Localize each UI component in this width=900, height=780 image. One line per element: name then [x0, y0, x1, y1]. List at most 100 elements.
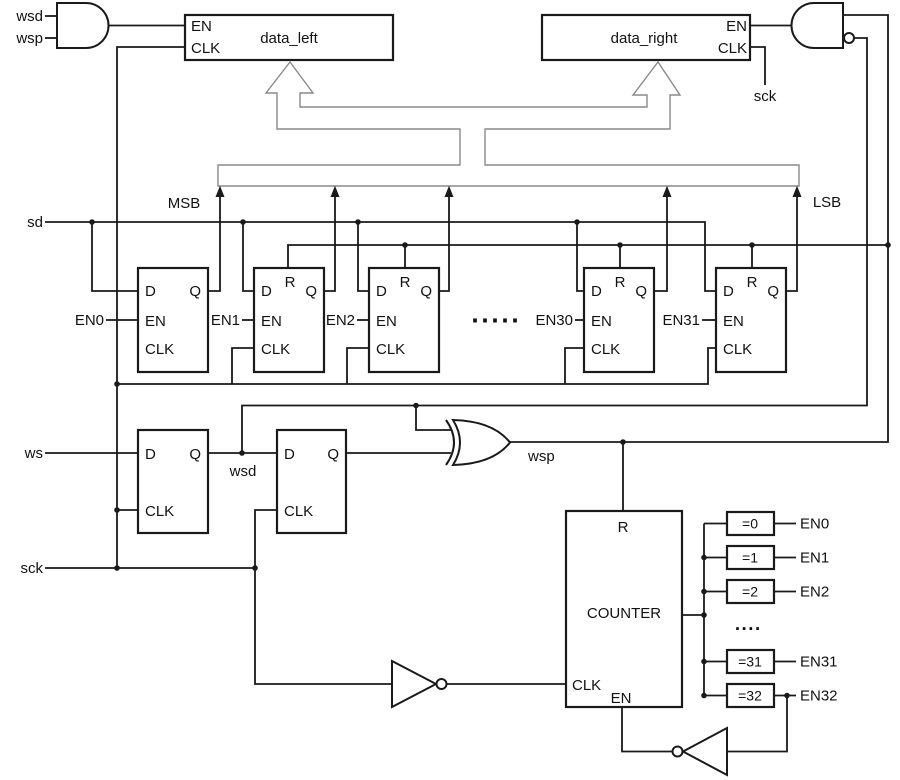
junction-dot: [885, 242, 891, 248]
junction-dot: [413, 402, 419, 409]
wire-q-ff1: [324, 195, 336, 292]
comparator-eq0: [725, 510, 776, 537]
label-out-en31: EN31: [800, 654, 838, 671]
pin-label-r: R: [747, 274, 758, 291]
pin-label-d: D: [723, 283, 734, 300]
comparator-eq32: [725, 682, 776, 709]
junction-dots: [89, 219, 891, 699]
pin-label-q: Q: [305, 283, 317, 300]
wire-xor-top-in: [415, 405, 452, 431]
ws-sync-ff1-labels: D Q CLK: [145, 446, 201, 520]
comparator-label-eq2: =2: [742, 584, 758, 600]
pin-label-clk: CLK: [376, 341, 405, 358]
label-en0: EN0: [75, 312, 104, 329]
pin-label-d: D: [145, 446, 156, 463]
q-arrowheads: [215, 185, 802, 197]
label-out-en32: EN32: [800, 688, 838, 705]
label-sck-input: sck: [21, 560, 44, 577]
junction-dot: [784, 692, 790, 699]
wire-eq32-to-not: [727, 695, 788, 753]
nand-gate-right: [790, 1, 844, 49]
label-wsp-input: wsp: [15, 30, 43, 47]
junction-dot: [114, 565, 120, 571]
dff-1: [252, 266, 326, 374]
wire-q-ff30: [654, 195, 668, 292]
comparator-eq2: [725, 578, 776, 605]
junction-dot: [701, 554, 707, 561]
pin-label-en: EN: [145, 313, 166, 330]
pin-label-r: R: [285, 274, 296, 291]
pin-label-en: EN: [591, 313, 612, 330]
wire-sd: [45, 221, 716, 292]
dff-31: [714, 266, 788, 374]
dff-30: [582, 266, 656, 374]
wire-d-drop-ff0: [91, 222, 138, 292]
junction-dot: [617, 242, 623, 248]
counter-block: [564, 509, 684, 709]
data-right-register: [540, 13, 752, 62]
wire-clk-step-ff30: [564, 347, 584, 384]
comparator-label-eq31: =31: [738, 654, 762, 670]
junction-dot: [114, 507, 120, 513]
wire-reset-line: [287, 244, 888, 268]
junction-dot: [402, 242, 408, 248]
label-out-en2: EN2: [800, 584, 829, 601]
wire-wsp-net: [510, 14, 889, 443]
pin-label-clk: CLK: [723, 341, 752, 358]
pin-label-q: Q: [189, 283, 201, 300]
counter-pin-en: EN: [611, 690, 632, 707]
counter-pin-r: R: [618, 519, 629, 536]
pin-label-clk: CLK: [145, 341, 174, 358]
label-data-left: data_left: [260, 30, 318, 47]
label-sd-input: sd: [27, 214, 43, 231]
bus-arrow-assembly: [217, 60, 800, 187]
junction-dot: [574, 219, 580, 225]
label-dr-clk: CLK: [718, 40, 747, 57]
ellipsis-shift-row: ·····: [471, 309, 521, 333]
junction-dot: [239, 450, 245, 456]
wires: [45, 14, 889, 753]
label-out-en1: EN1: [800, 550, 829, 567]
junction-dot: [701, 658, 707, 665]
xor-gate-extra-arc: [445, 419, 455, 466]
nand-input-bubble: [843, 32, 855, 44]
pin-label-en: EN: [261, 313, 282, 330]
label-wsd-input: wsd: [15, 8, 43, 25]
junction-dot: [114, 381, 120, 387]
comparator-label-eq1: =1: [742, 550, 758, 566]
counter-pin-clk: CLK: [572, 677, 601, 694]
dff-30-labels: D R Q EN CLK: [591, 274, 647, 358]
pin-label-clk: CLK: [145, 503, 174, 520]
dff-1-labels: D R Q EN CLK: [261, 274, 317, 358]
arrowhead-ff1: [330, 185, 340, 197]
label-wsp-net: wsp: [527, 448, 555, 465]
arrowhead-ff2: [444, 185, 454, 197]
junction-dot: [701, 692, 707, 699]
comparator-eq1: [725, 544, 776, 571]
dff-2: [367, 266, 441, 374]
dff-31-labels: D R Q EN CLK: [723, 274, 779, 358]
wire-sck-to-inverter: [254, 568, 392, 685]
wire-clk-row: [117, 347, 716, 385]
pin-label-en: EN: [723, 313, 744, 330]
label-sck-top: sck: [754, 88, 777, 105]
wire-q-ff31: [786, 195, 798, 292]
not-gate-clk: [391, 659, 439, 709]
label-ws-input: ws: [24, 445, 43, 462]
wire-clk-step-ff1: [231, 347, 254, 384]
comparator-label-eq0: =0: [742, 516, 758, 532]
wire-dr-clk-sck: [750, 46, 766, 85]
comparator-label-eq32: =32: [738, 688, 762, 704]
junction-dot: [355, 219, 361, 225]
wire-q-ff2: [439, 195, 450, 292]
pin-label-clk: CLK: [284, 503, 313, 520]
and-gate-left: [56, 1, 110, 49]
label-en31: EN31: [662, 312, 700, 329]
label-dr-en: EN: [726, 18, 747, 35]
data-left-register: [183, 13, 395, 62]
junction-dot: [240, 219, 246, 225]
arrowhead-ff30: [662, 185, 672, 197]
pin-label-en: EN: [376, 313, 397, 330]
ws-sync-ff2-labels: D Q CLK: [284, 446, 339, 520]
